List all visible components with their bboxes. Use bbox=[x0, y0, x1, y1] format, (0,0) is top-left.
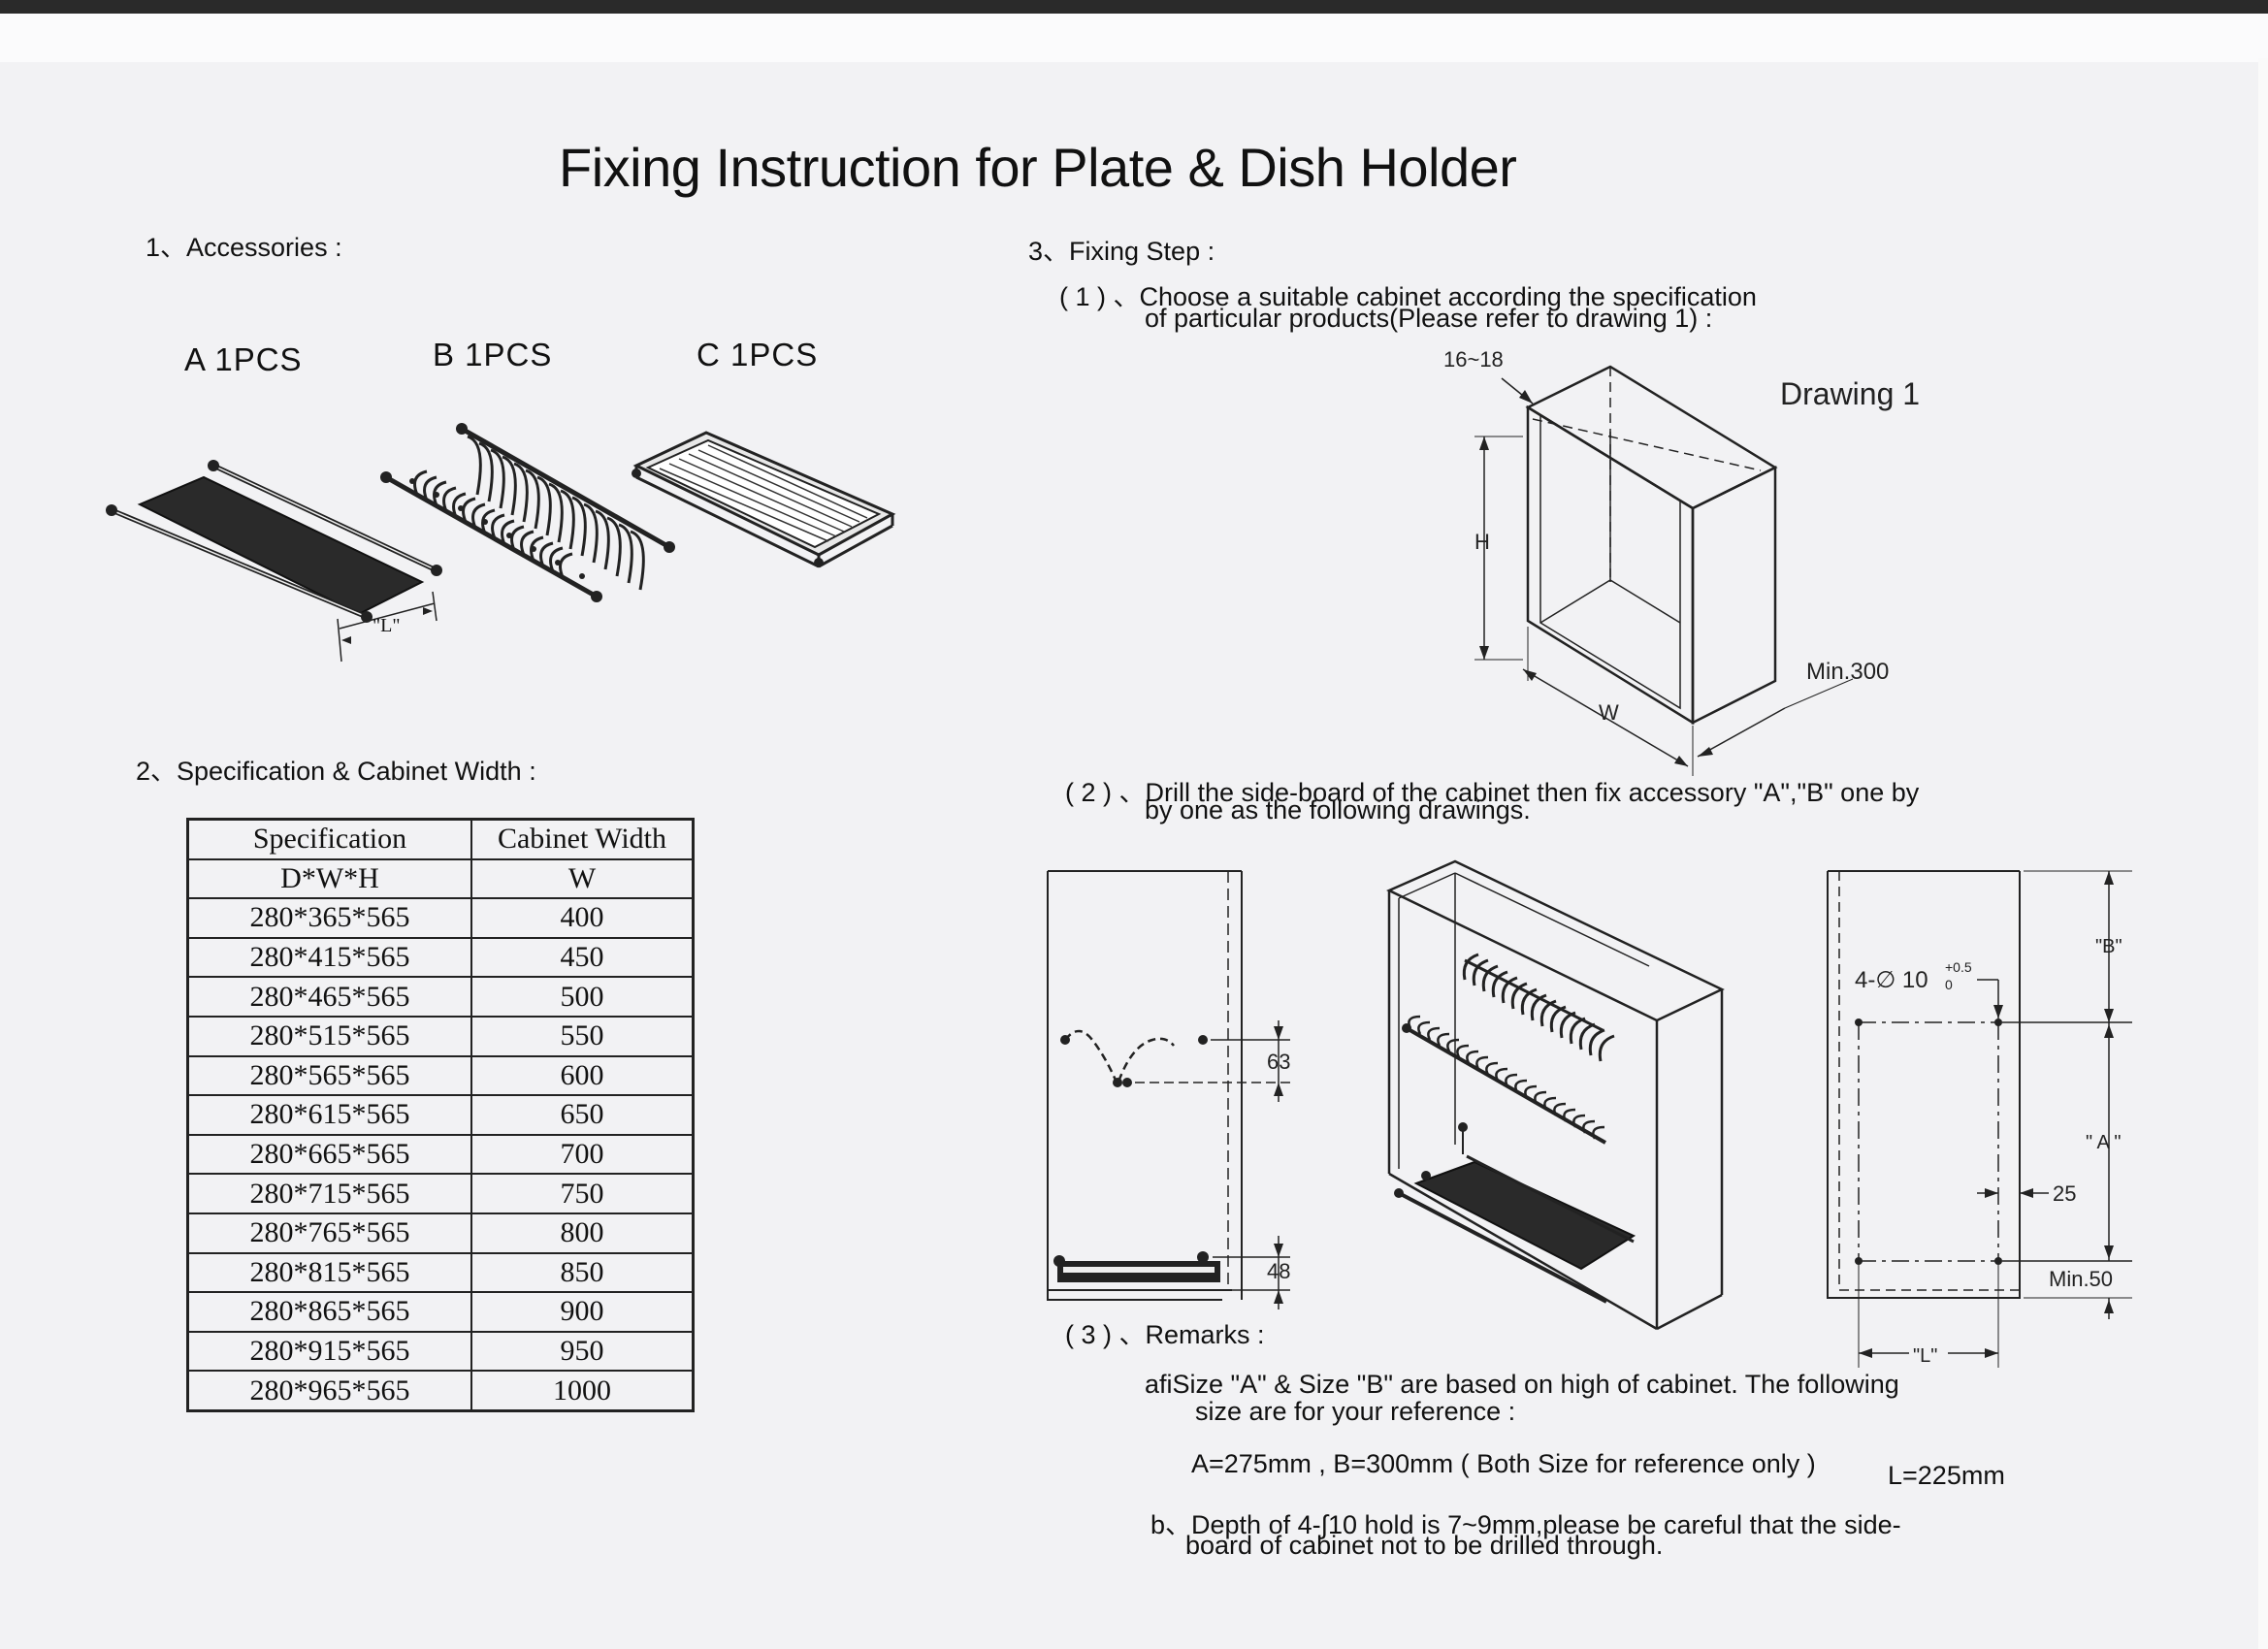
remark-b-line2: board of cabinet not to be drilled throu… bbox=[1185, 1531, 1664, 1560]
table-cell-width: 1000 bbox=[470, 1370, 695, 1412]
hole-dim-l: "L" bbox=[1913, 1345, 1937, 1367]
table-cell-width: 750 bbox=[470, 1173, 695, 1214]
side-view-dim-63: 63 bbox=[1267, 1050, 1290, 1074]
step2-text-line2: by one as the following drawings. bbox=[1145, 795, 1531, 824]
table-cell-spec: 280*915*565 bbox=[186, 1330, 472, 1373]
step1-text-line2: of particular products(Please refer to d… bbox=[1145, 304, 1713, 333]
drawing1-caption: Drawing 1 bbox=[1780, 376, 1920, 411]
accessory-b-label: B 1PCS bbox=[433, 337, 553, 372]
table-cell-width: 550 bbox=[470, 1015, 695, 1057]
drawing1-depth-label: Min.300 bbox=[1806, 659, 1889, 685]
installed-cabinet-drawing bbox=[1386, 859, 1725, 1331]
table-cell-width: 650 bbox=[470, 1094, 695, 1136]
table-cell-spec: 280*665*565 bbox=[186, 1133, 472, 1176]
table-cell-spec: 280*415*565 bbox=[186, 936, 472, 979]
scan-margin-top bbox=[0, 14, 2268, 62]
table-cell-spec: 280*965*565 bbox=[186, 1370, 472, 1412]
table-cell-spec: 280*565*565 bbox=[186, 1054, 472, 1097]
hole-dim-b: "B" bbox=[2095, 936, 2122, 957]
section-accessories-heading: 1、Accessories : bbox=[146, 233, 342, 262]
step2-text-line1: ( 2 ) 、Drill the side-board of the cabin… bbox=[1065, 778, 1920, 807]
remark-b-line1: b、Depth of 4-∫10 hold is 7~9mm,please be… bbox=[1150, 1510, 1901, 1539]
hole-position-drawing: 4-∅ 10 +0.5 0 "B" " A " Min.50 25 "L" bbox=[1827, 870, 2132, 1368]
table-cell-width: 450 bbox=[470, 936, 695, 979]
specification-table: Specification Cabinet Width D*W*H W 280*… bbox=[186, 818, 695, 1412]
table-cell-width: 950 bbox=[470, 1330, 695, 1373]
table-cell-spec: 280*765*565 bbox=[186, 1212, 472, 1254]
drawing1-width-label: W bbox=[1599, 700, 1619, 725]
table-cell-width: 800 bbox=[470, 1212, 695, 1254]
scan-edge-top bbox=[0, 0, 2268, 14]
hole-dim-a: " A " bbox=[2086, 1132, 2121, 1153]
table-cell-spec: 280*715*565 bbox=[186, 1173, 472, 1214]
table-cell-width: 600 bbox=[470, 1054, 695, 1097]
scan-margin-right bbox=[2258, 58, 2268, 1649]
table-cell-spec: 280*515*565 bbox=[186, 1015, 472, 1057]
drawing1-cabinet: H W Min.300 16~18 Drawing 1 bbox=[1443, 347, 1920, 776]
table-subheader-dimensions: D*W*H bbox=[186, 857, 472, 900]
table-cell-width: 850 bbox=[470, 1251, 695, 1294]
accessory-a-dim-label: "L" bbox=[373, 615, 401, 636]
hole-dim-25: 25 bbox=[2053, 1181, 2076, 1206]
section-specification-heading: 2、Specification & Cabinet Width : bbox=[136, 757, 536, 786]
section-fixing-heading: 3、Fixing Step : bbox=[1028, 237, 1215, 266]
drawing1-thickness-label: 16~18 bbox=[1443, 347, 1504, 372]
table-header-cabinet-width: Cabinet Width bbox=[470, 818, 695, 860]
table-cell-spec: 280*815*565 bbox=[186, 1251, 472, 1294]
accessory-a-label: A 1PCS bbox=[184, 341, 303, 377]
accessory-c-label: C 1PCS bbox=[697, 337, 819, 372]
page-title: Fixing Instruction for Plate & Dish Hold… bbox=[559, 137, 1517, 198]
accessory-c-illustration bbox=[632, 431, 896, 568]
table-subheader-width: W bbox=[470, 857, 695, 900]
side-view-dim-48: 48 bbox=[1267, 1259, 1290, 1283]
side-view-drawing: 63 48 bbox=[1047, 870, 1290, 1310]
hole-tolerance-lower: 0 bbox=[1945, 977, 1953, 992]
hole-diameter-label: 4-∅ 10 bbox=[1855, 967, 1928, 993]
table-cell-spec: 280*865*565 bbox=[186, 1291, 472, 1333]
hole-tolerance-upper: +0.5 bbox=[1945, 959, 1972, 975]
remark-a-line1: afiSize "A" & Size "B" are based on high… bbox=[1145, 1370, 1899, 1399]
table-cell-width: 900 bbox=[470, 1291, 695, 1333]
table-cell-width: 500 bbox=[470, 976, 695, 1018]
accessory-a-illustration bbox=[106, 460, 442, 663]
accessory-b-illustration bbox=[380, 423, 675, 602]
table-cell-spec: 280*365*565 bbox=[186, 897, 472, 939]
remark-l-value: L=225mm bbox=[1888, 1461, 2005, 1490]
table-cell-width: 700 bbox=[470, 1133, 695, 1176]
table-cell-spec: 280*465*565 bbox=[186, 976, 472, 1018]
remark-values: A=275mm , B=300mm ( Both Size for refere… bbox=[1191, 1449, 1816, 1478]
table-header-specification: Specification bbox=[186, 818, 472, 860]
hole-dim-min50: Min.50 bbox=[2049, 1267, 2113, 1291]
table-cell-spec: 280*615*565 bbox=[186, 1094, 472, 1136]
table-cell-width: 400 bbox=[470, 897, 695, 939]
drawing1-height-label: H bbox=[1474, 530, 1490, 554]
step3-heading: ( 3 ) 、Remarks : bbox=[1065, 1320, 1265, 1349]
step1-text-line1: ( 1 ) 、Choose a suitable cabinet accordi… bbox=[1059, 282, 1757, 311]
remark-a-line2: size are for your reference : bbox=[1195, 1397, 1516, 1426]
